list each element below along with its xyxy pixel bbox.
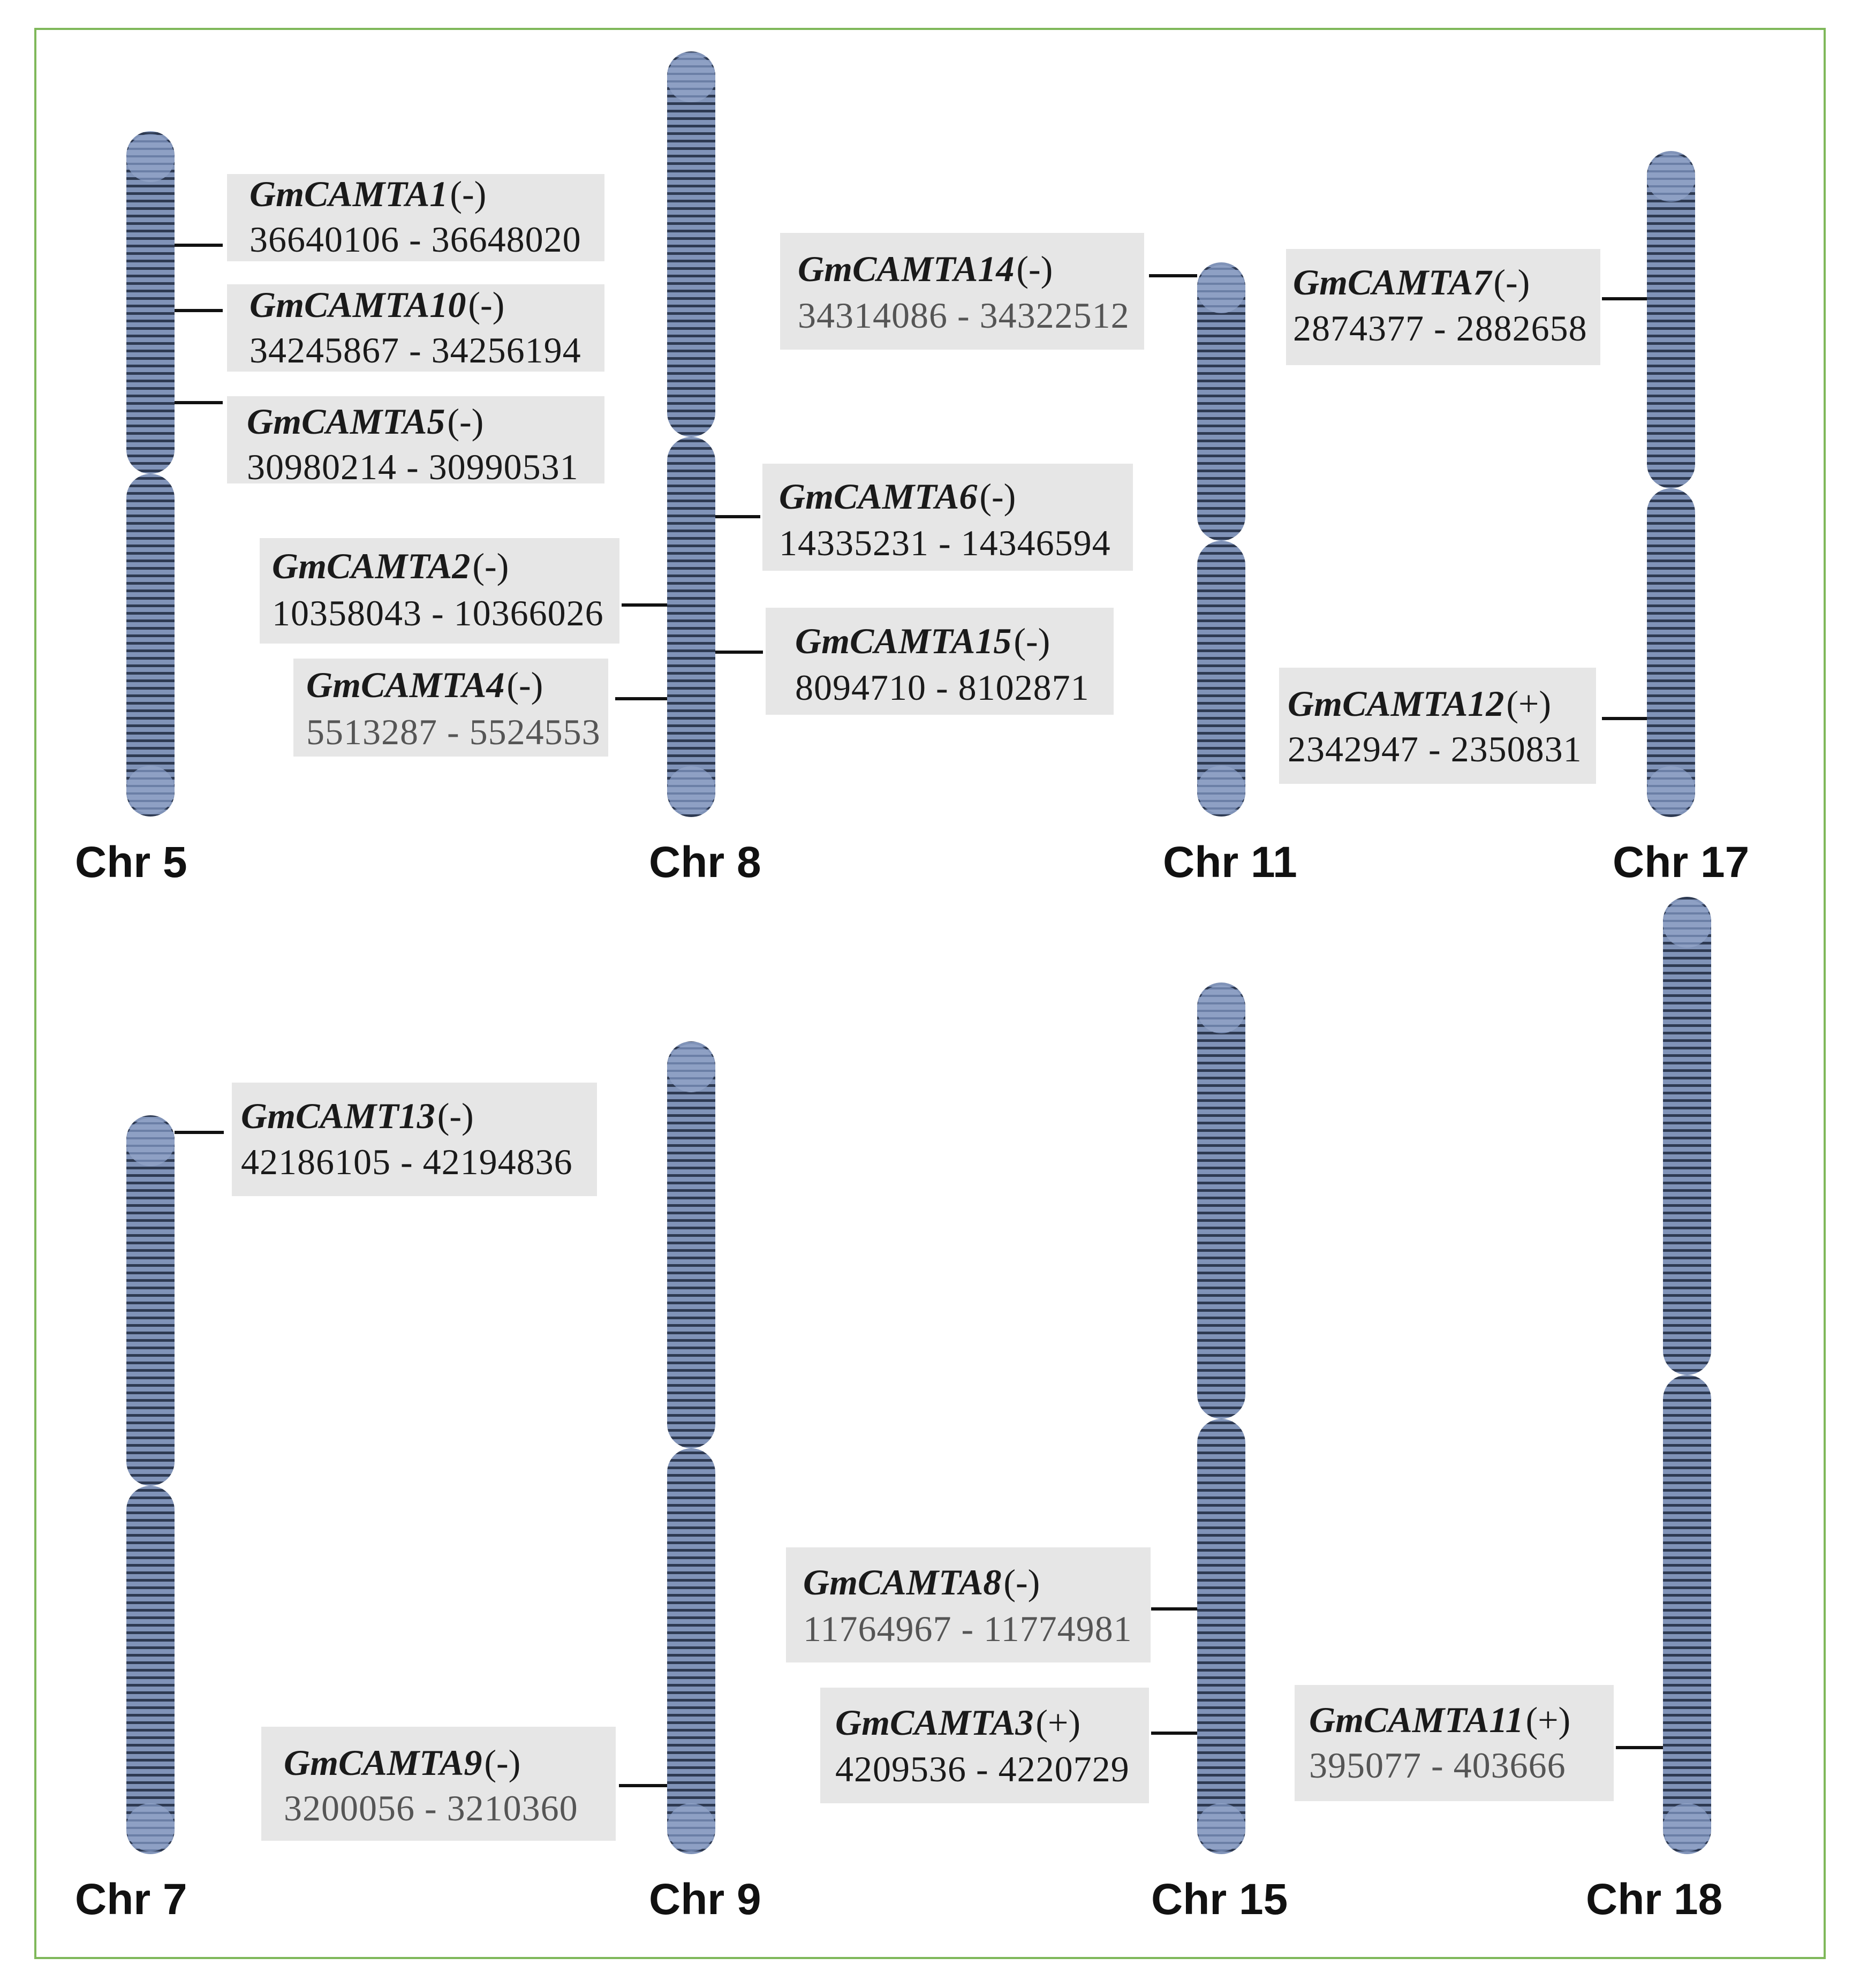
svg-text:GmCAMTA1 (-): GmCAMTA1 (-) [249,173,486,214]
gene-position: 395077 - 403666 [1309,1745,1566,1786]
gene-strand: (+) [1506,683,1551,724]
gene-position: 42186105 - 42194836 [241,1142,573,1182]
gene-position: 10358043 - 10366026 [272,593,604,633]
gene-name: GmCAMTA6 [779,476,977,517]
gene-name: GmCAMTA7 [1293,262,1493,303]
gene-annotation: GmCAMTA6 (-) 14335231 - 14346594 [715,464,1133,571]
gene-annotation: GmCAMTA12 (+) 2342947 - 2350831 [1279,668,1647,784]
gene-annotation: GmCAMTA1 (-) 36640106 - 36648020 [175,173,604,261]
gene-annotation: GmCAMTA10 (-) 34245867 - 34256194 [175,284,604,372]
chromosome-label: Chr 17 [1613,838,1749,887]
gene-position: 3200056 - 3210360 [284,1788,578,1828]
gene-strand: (-) [979,476,1016,517]
gene-strand: (-) [1014,621,1050,661]
gene-position: 8094710 - 8102871 [795,667,1090,708]
gene-annotation: GmCAMTA9 (-) 3200056 - 3210360 [261,1727,667,1841]
gene-position: 4209536 - 4220729 [835,1749,1130,1789]
gene-strand: (-) [484,1742,520,1783]
svg-text:GmCAMTA14 (-): GmCAMTA14 (-) [798,248,1053,289]
gene-strand: (-) [447,401,483,442]
gene-strand: (-) [1003,1562,1040,1603]
chromosome-label: Chr 7 [75,1875,187,1924]
chromosome-chr9 [667,1041,715,1854]
gene-position: 34245867 - 34256194 [249,330,581,371]
svg-text:GmCAMTA2 (-): GmCAMTA2 (-) [272,546,509,586]
chromosome-chr7 [126,1115,175,1854]
gene-position: 2874377 - 2882658 [1293,308,1587,349]
gene-annotation: GmCAMTA4 (-) 5513287 - 5524553 [293,659,667,757]
gene-name: GmCAMTA5 [247,401,445,442]
gene-name: GmCAMTA11 [1309,1699,1524,1740]
chromosome-label: Chr 5 [75,838,187,887]
gene-annotation: GmCAMTA14 (-) 34314086 - 34322512 [780,233,1197,350]
gene-name: GmCAMTA15 [795,621,1011,661]
gene-strand: (-) [1493,262,1530,303]
svg-text:GmCAMTA5 (-): GmCAMTA5 (-) [247,401,483,442]
chromosome-label: Chr 11 [1163,838,1297,887]
chromosome-label: Chr 9 [649,1875,761,1924]
gene-strand: (-) [437,1095,474,1136]
chromosome-chr8 [667,51,715,817]
chromosome-label: Chr 18 [1586,1875,1722,1924]
gene-position: 2342947 - 2350831 [1288,729,1582,769]
gene-position: 34314086 - 34322512 [798,295,1130,336]
svg-text:GmCAMTA11 (+): GmCAMTA11 (+) [1309,1699,1570,1740]
gene-strand: (-) [506,664,543,705]
gene-strand: (-) [468,284,504,325]
gene-name: GmCAMT13 [241,1095,435,1136]
gene-strand: (-) [450,173,486,214]
svg-text:GmCAMTA8 (-): GmCAMTA8 (-) [803,1562,1040,1603]
chromosome-label: Chr 15 [1151,1875,1288,1924]
gene-name: GmCAMTA10 [249,284,466,325]
gene-annotation: GmCAMT13 (-) 42186105 - 42194836 [175,1083,597,1196]
gene-position: 36640106 - 36648020 [249,219,581,260]
chromosome-chr18 [1663,897,1711,1854]
gene-annotation: GmCAMTA2 (-) 10358043 - 10366026 [260,538,667,644]
gene-name: GmCAMTA14 [798,248,1014,289]
svg-text:GmCAMTA10 (-): GmCAMTA10 (-) [249,284,504,325]
gene-annotation: GmCAMTA7 (-) 2874377 - 2882658 [1286,249,1647,365]
chromosome-label: Chr 8 [649,838,761,887]
gene-position: 14335231 - 14346594 [779,523,1111,563]
gene-strand: (+) [1526,1699,1571,1740]
gene-strand: (-) [1016,248,1053,289]
svg-text:GmCAMTA12 (+): GmCAMTA12 (+) [1288,683,1551,724]
gene-position: 11764967 - 11774981 [803,1608,1132,1649]
gene-annotation: GmCAMTA8 (-) 11764967 - 11774981 [786,1547,1197,1662]
svg-text:GmCAMTA6 (-): GmCAMTA6 (-) [779,476,1016,517]
svg-text:GmCAMTA3 (+): GmCAMTA3 (+) [835,1702,1080,1743]
gene-name: GmCAMTA8 [803,1562,1001,1603]
gene-name: GmCAMTA1 [249,173,448,214]
gene-annotation: GmCAMTA15 (-) 8094710 - 8102871 [715,608,1114,715]
gene-position: 30980214 - 30990531 [247,447,579,487]
gene-name: GmCAMTA9 [284,1742,482,1783]
svg-text:GmCAMTA9 (-): GmCAMTA9 (-) [284,1742,520,1783]
chromosome-chr11 [1197,262,1245,817]
gene-name: GmCAMTA4 [306,664,504,705]
gene-name: GmCAMTA12 [1288,683,1504,724]
svg-text:GmCAMTA7 (-): GmCAMTA7 (-) [1293,262,1530,303]
svg-text:GmCAMT13 (-): GmCAMT13 (-) [241,1095,474,1136]
gene-name: GmCAMTA3 [835,1702,1033,1743]
gene-position: 5513287 - 5524553 [306,712,601,752]
gene-annotation: GmCAMTA5 (-) 30980214 - 30990531 [175,396,604,487]
chromosome-chr15 [1197,982,1245,1854]
gene-name: GmCAMTA2 [272,546,470,586]
svg-text:GmCAMTA4 (-): GmCAMTA4 (-) [306,664,543,705]
gene-strand: (+) [1035,1702,1080,1743]
svg-text:GmCAMTA15 (-): GmCAMTA15 (-) [795,621,1050,661]
gene-annotation: GmCAMTA11 (+) 395077 - 403666 [1295,1685,1663,1801]
gene-strand: (-) [472,546,509,586]
chromosome-chr17 [1647,151,1695,817]
gene-annotation: GmCAMTA3 (+) 4209536 - 4220729 [820,1688,1197,1803]
figure-border [34,28,1826,1959]
chromosome-chr5 [126,131,175,817]
